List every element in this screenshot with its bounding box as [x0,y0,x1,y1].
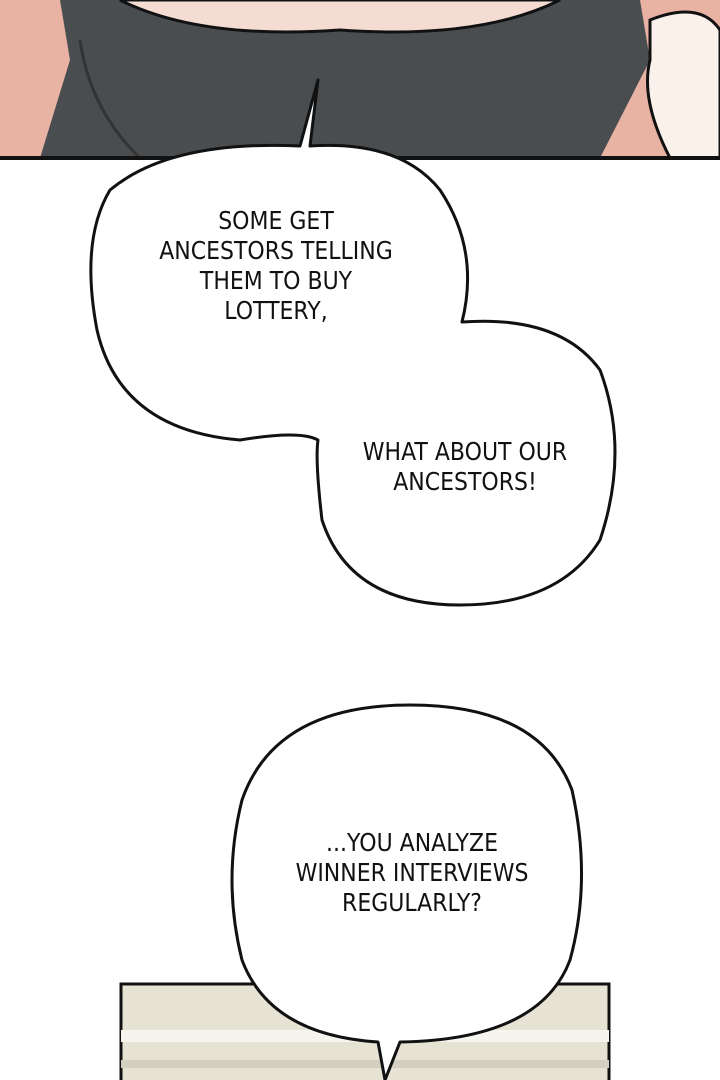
speech-line: WHAT ABOUT OUR [362,437,568,466]
speech-line: ANCESTORS TELLING [159,236,393,265]
speech-bubble-3 [230,703,583,1080]
speech-line: THEM TO BUY [199,266,353,295]
speech-line: ...YOU ANALYZE [326,828,498,857]
speech-line: SOME GET [218,206,334,235]
speech-line: REGULARLY? [342,888,482,917]
speech-text-1: SOME GET ANCESTORS TELLING THEM TO BUY L… [144,206,408,326]
top-panel [0,0,720,160]
speech-line: WINNER INTERVIEWS [295,858,529,887]
speech-text-2: WHAT ABOUT OUR ANCESTORS! [346,437,584,497]
speech-text-3: ...YOU ANALYZE WINNER INTERVIEWS REGULAR… [280,828,544,918]
speech-line: ANCESTORS! [393,467,537,496]
speech-line: LOTTERY, [224,296,328,325]
speech-bubble-1 [89,78,617,607]
